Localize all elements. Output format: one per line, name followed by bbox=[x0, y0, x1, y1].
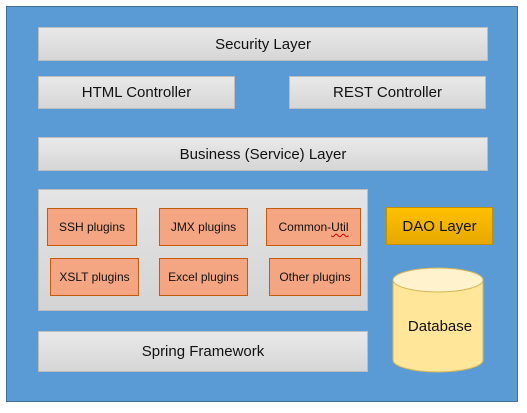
common-util-label: Common-Util bbox=[278, 220, 348, 234]
other-plugins-label: Other plugins bbox=[279, 270, 351, 284]
common-util-box: Common-Util bbox=[266, 208, 361, 246]
common-util-label-prefix: Common- bbox=[278, 220, 332, 234]
xslt-plugins-label: XSLT plugins bbox=[59, 270, 130, 284]
database-label: Database bbox=[407, 318, 473, 335]
ssh-plugins-box: SSH plugins bbox=[47, 208, 137, 246]
database-cylinder-body bbox=[392, 280, 484, 373]
excel-plugins-label: Excel plugins bbox=[168, 270, 239, 284]
spring-framework-box: Spring Framework bbox=[38, 331, 368, 372]
database-cylinder-icon bbox=[392, 267, 484, 373]
jmx-plugins-label: JMX plugins bbox=[170, 220, 237, 234]
business-service-layer-box: Business (Service) Layer bbox=[38, 137, 488, 171]
jmx-plugins-box: JMX plugins bbox=[159, 208, 248, 246]
excel-plugins-box: Excel plugins bbox=[159, 258, 248, 296]
rest-controller-label: REST Controller bbox=[333, 84, 442, 101]
dao-layer-label: DAO Layer bbox=[402, 217, 477, 235]
dao-layer-box: DAO Layer bbox=[386, 207, 493, 245]
business-service-layer-label: Business (Service) Layer bbox=[179, 145, 347, 163]
xslt-plugins-box: XSLT plugins bbox=[50, 258, 139, 296]
common-util-label-suffix: Util bbox=[331, 220, 349, 234]
database-cylinder-top bbox=[392, 267, 484, 293]
rest-controller-box: REST Controller bbox=[289, 76, 486, 109]
html-controller-box: HTML Controller bbox=[38, 76, 235, 109]
security-layer-label: Security Layer bbox=[215, 35, 311, 53]
spring-framework-label: Spring Framework bbox=[141, 343, 265, 360]
security-layer-box: Security Layer bbox=[38, 27, 488, 61]
other-plugins-box: Other plugins bbox=[269, 258, 361, 296]
ssh-plugins-label: SSH plugins bbox=[58, 220, 126, 234]
html-controller-label: HTML Controller bbox=[81, 84, 192, 101]
